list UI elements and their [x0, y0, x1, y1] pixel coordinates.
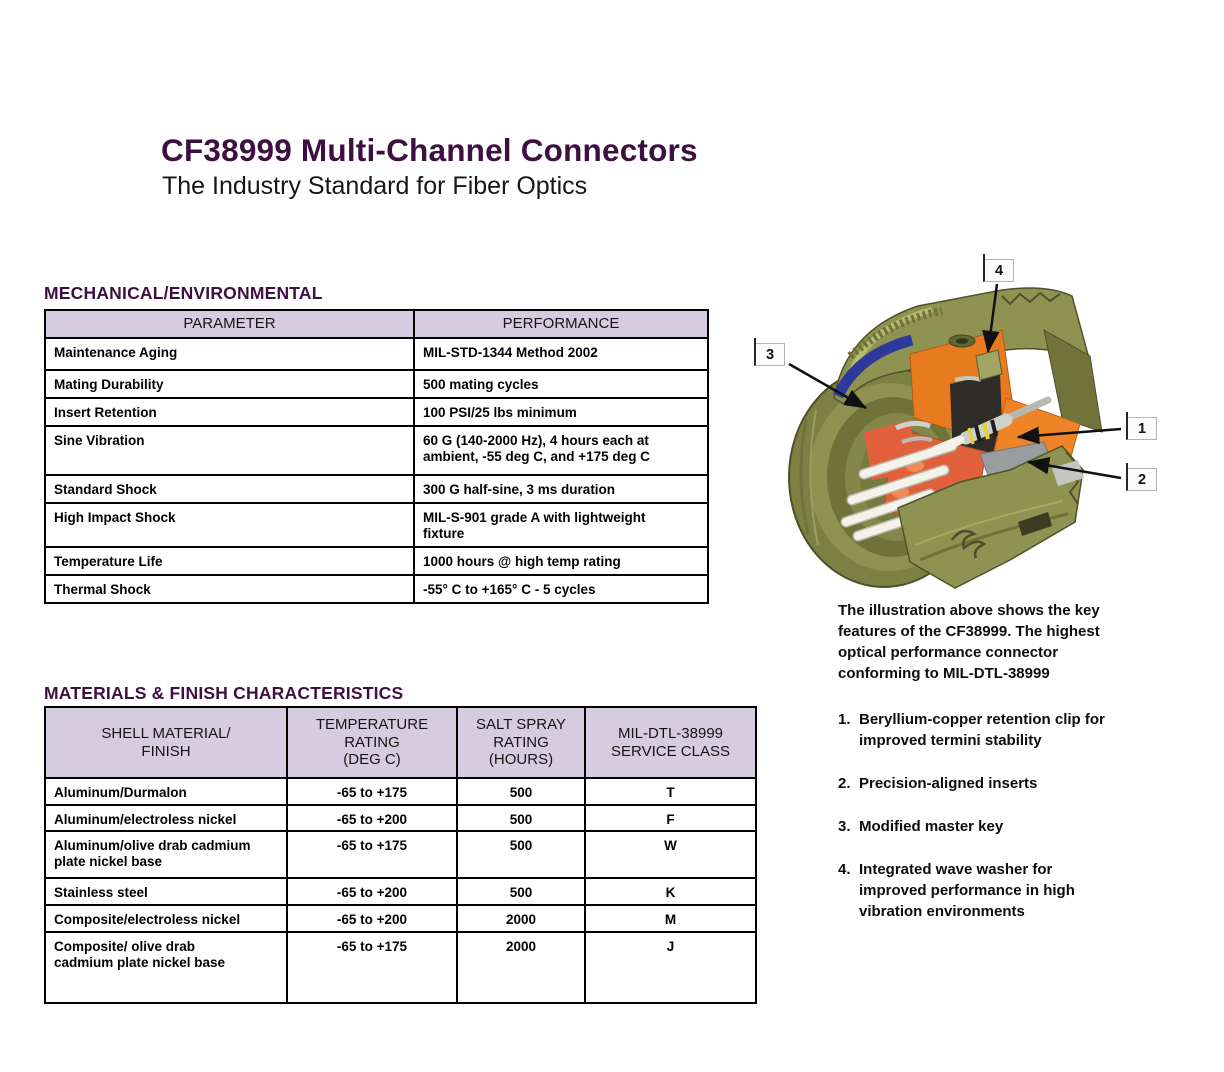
table-cell: 1000 hours @ high temp rating — [413, 546, 709, 576]
table-cell: 100 PSI/25 lbs minimum — [413, 397, 709, 427]
table-row: Standard Shock 300 G half-sine, 3 ms dur… — [44, 474, 709, 504]
table-row: High Impact Shock MIL-S-901 grade A with… — [44, 502, 709, 548]
table-cell: -65 to +200 — [286, 904, 458, 933]
mechanical-table: PARAMETER PERFORMANCE Maintenance Aging … — [44, 309, 709, 604]
table-cell: -65 to +175 — [286, 830, 458, 879]
table-cell: 500 — [456, 877, 586, 906]
table-cell: Composite/ olive drab cadmium plate nick… — [44, 931, 288, 1004]
table-row: Thermal Shock -55° C to +165° C - 5 cycl… — [44, 574, 709, 604]
table-cell: Maintenance Aging — [44, 337, 415, 371]
table-header-row: PARAMETER PERFORMANCE — [44, 309, 709, 339]
table-cell: -65 to +200 — [286, 804, 458, 832]
column-header-service-class: MIL-DTL-38999 SERVICE CLASS — [584, 706, 757, 779]
column-header-performance: PERFORMANCE — [413, 309, 709, 339]
table-cell: 60 G (140-2000 Hz), 4 hours each at ambi… — [413, 425, 709, 476]
column-header-shell-material: SHELL MATERIAL/ FINISH — [44, 706, 288, 779]
table-cell: -65 to +175 — [286, 777, 458, 806]
table-cell: K — [584, 877, 757, 906]
feature-item: 3. Modified master key — [838, 816, 1153, 837]
table-cell: M — [584, 904, 757, 933]
table-cell: Aluminum/Durmalon — [44, 777, 288, 806]
callout-label-3: 3 — [754, 338, 785, 366]
callout-label-4: 4 — [983, 254, 1014, 282]
table-row: Mating Durability 500 mating cycles — [44, 369, 709, 399]
table-row: Composite/ olive drab cadmium plate nick… — [44, 931, 757, 1004]
table-cell: Insert Retention — [44, 397, 415, 427]
table-cell: Aluminum/electroless nickel — [44, 804, 288, 832]
feature-number: 4. — [838, 861, 851, 878]
illustration-caption: The illustration above shows the key fea… — [838, 602, 1100, 682]
table-cell: Mating Durability — [44, 369, 415, 399]
materials-section-heading: MATERIALS & FINISH CHARACTERISTICS — [44, 683, 404, 703]
table-cell: Stainless steel — [44, 877, 288, 906]
page-subtitle: The Industry Standard for Fiber Optics — [162, 172, 588, 200]
feature-text: Precision-aligned inserts — [859, 775, 1038, 792]
callout-arrows — [788, 283, 1122, 480]
feature-item: 4. Integrated wave washer for improved p… — [838, 859, 1153, 922]
feature-item: 1. Beryllium-copper retention clip for i… — [838, 709, 1153, 751]
table-row: Maintenance Aging MIL-STD-1344 Method 20… — [44, 337, 709, 371]
table-cell: MIL-STD-1344 Method 2002 — [413, 337, 709, 371]
illustration-description: The illustration above shows the key fea… — [838, 600, 1153, 944]
callout-label-2: 2 — [1126, 463, 1157, 491]
table-cell: High Impact Shock — [44, 502, 415, 548]
table-row: Aluminum/electroless nickel -65 to +200 … — [44, 804, 757, 832]
table-cell: Standard Shock — [44, 474, 415, 504]
table-header-row: SHELL MATERIAL/ FINISH TEMPERATURE RATIN… — [44, 706, 757, 779]
table-cell: -65 to +175 — [286, 931, 458, 1004]
feature-item: 2. Precision-aligned inserts — [838, 773, 1153, 794]
feature-number: 2. — [838, 775, 851, 792]
column-header-parameter: PARAMETER — [44, 309, 415, 339]
callout-label-1: 1 — [1126, 412, 1157, 440]
table-row: Aluminum/Durmalon -65 to +175 500 T — [44, 777, 757, 806]
table-cell: W — [584, 830, 757, 879]
table-cell: 2000 — [456, 904, 586, 933]
table-row: Composite/electroless nickel -65 to +200… — [44, 904, 757, 933]
table-cell: Aluminum/olive drab cadmium plate nickel… — [44, 830, 288, 879]
table-cell: Temperature Life — [44, 546, 415, 576]
table-cell: 300 G half-sine, 3 ms duration — [413, 474, 709, 504]
feature-text: Modified master key — [859, 818, 1004, 835]
page-title: CF38999 Multi-Channel Connectors — [161, 132, 698, 168]
connector-illustration — [788, 283, 1122, 589]
table-cell: -65 to +200 — [286, 877, 458, 906]
table-row: Insert Retention 100 PSI/25 lbs minimum — [44, 397, 709, 427]
table-cell: MIL-S-901 grade A with lightweight fixtu… — [413, 502, 709, 548]
table-cell: 500 — [456, 804, 586, 832]
table-row: Temperature Life 1000 hours @ high temp … — [44, 546, 709, 576]
table-cell: F — [584, 804, 757, 832]
table-row: Stainless steel -65 to +200 500 K — [44, 877, 757, 906]
column-header-temperature-rating: TEMPERATURE RATING (DEG C) — [286, 706, 458, 779]
feature-number: 3. — [838, 818, 851, 835]
feature-text: Integrated wave washer for improved perf… — [859, 861, 1075, 920]
materials-table: SHELL MATERIAL/ FINISH TEMPERATURE RATIN… — [44, 706, 757, 1004]
table-cell: 500 — [456, 830, 586, 879]
retention-clip — [894, 376, 982, 444]
table-cell: 500 mating cycles — [413, 369, 709, 399]
table-row: Sine Vibration 60 G (140-2000 Hz), 4 hou… — [44, 425, 709, 476]
table-cell: T — [584, 777, 757, 806]
table-cell: J — [584, 931, 757, 1004]
table-row: Aluminum/olive drab cadmium plate nickel… — [44, 830, 757, 879]
column-header-salt-spray-rating: SALT SPRAY RATING (HOURS) — [456, 706, 586, 779]
table-cell: Composite/electroless nickel — [44, 904, 288, 933]
feature-text: Beryllium-copper retention clip for impr… — [859, 711, 1105, 749]
table-cell: 2000 — [456, 931, 586, 1004]
table-cell: Thermal Shock — [44, 574, 415, 604]
table-cell: 500 — [456, 777, 586, 806]
feature-number: 1. — [838, 711, 851, 728]
mechanical-section-heading: MECHANICAL/ENVIRONMENTAL — [44, 283, 323, 303]
table-cell: -55° C to +165° C - 5 cycles — [413, 574, 709, 604]
table-cell: Sine Vibration — [44, 425, 415, 476]
